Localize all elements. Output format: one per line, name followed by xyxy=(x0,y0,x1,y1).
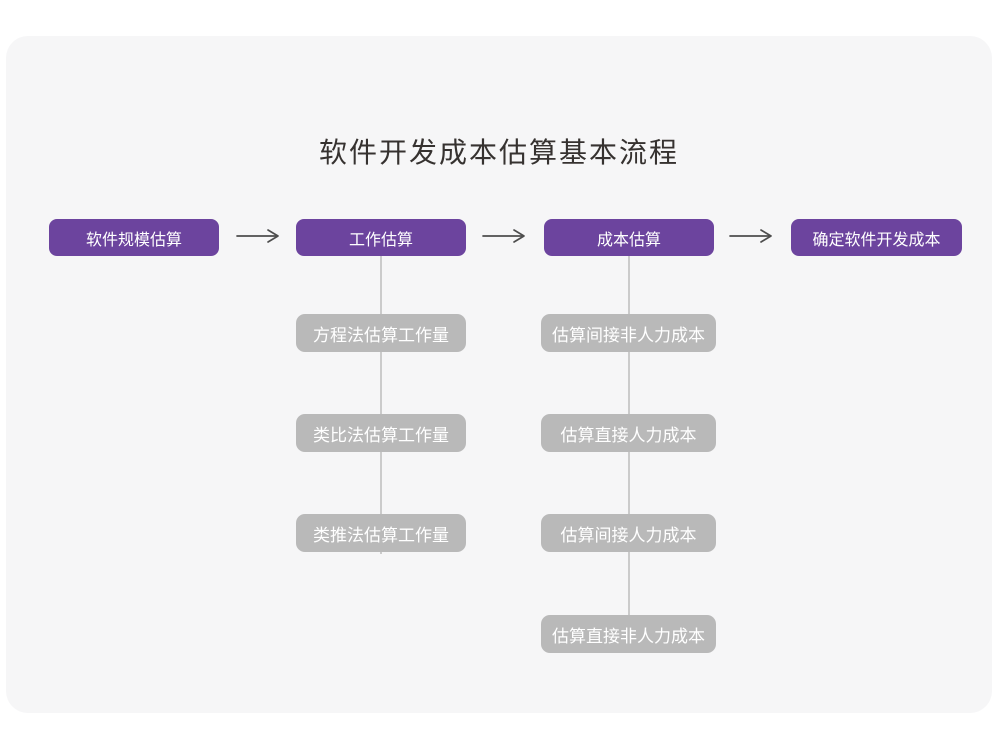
node-indirect-non-labor-cost: 估算间接非人力成本 xyxy=(541,314,716,352)
node-direct-labor-cost: 估算直接人力成本 xyxy=(541,414,716,452)
connector-work-estimation-chain xyxy=(380,255,382,554)
node-determine-software-dev-cost: 确定软件开发成本 xyxy=(791,219,962,256)
node-analogy-method-workload: 类比法估算工作量 xyxy=(296,414,466,452)
node-indirect-labor-cost: 估算间接人力成本 xyxy=(541,514,716,552)
diagram-canvas: 软件开发成本估算基本流程 软件规模估算 工作估算 成本估算 确定软件开发成本 方… xyxy=(6,36,992,713)
node-extrapolation-method-workload: 类推法估算工作量 xyxy=(296,514,466,552)
node-software-size-estimation: 软件规模估算 xyxy=(49,219,219,256)
arrow-right-icon xyxy=(236,229,279,243)
node-direct-non-labor-cost: 估算直接非人力成本 xyxy=(541,615,716,653)
node-equation-method-workload: 方程法估算工作量 xyxy=(296,314,466,352)
arrow-right-icon xyxy=(482,229,525,243)
node-work-estimation: 工作估算 xyxy=(296,219,466,256)
arrow-right-icon xyxy=(729,229,772,243)
node-cost-estimation: 成本估算 xyxy=(544,219,714,256)
diagram-title: 软件开发成本估算基本流程 xyxy=(318,137,679,168)
connector-cost-estimation-chain xyxy=(628,255,630,653)
